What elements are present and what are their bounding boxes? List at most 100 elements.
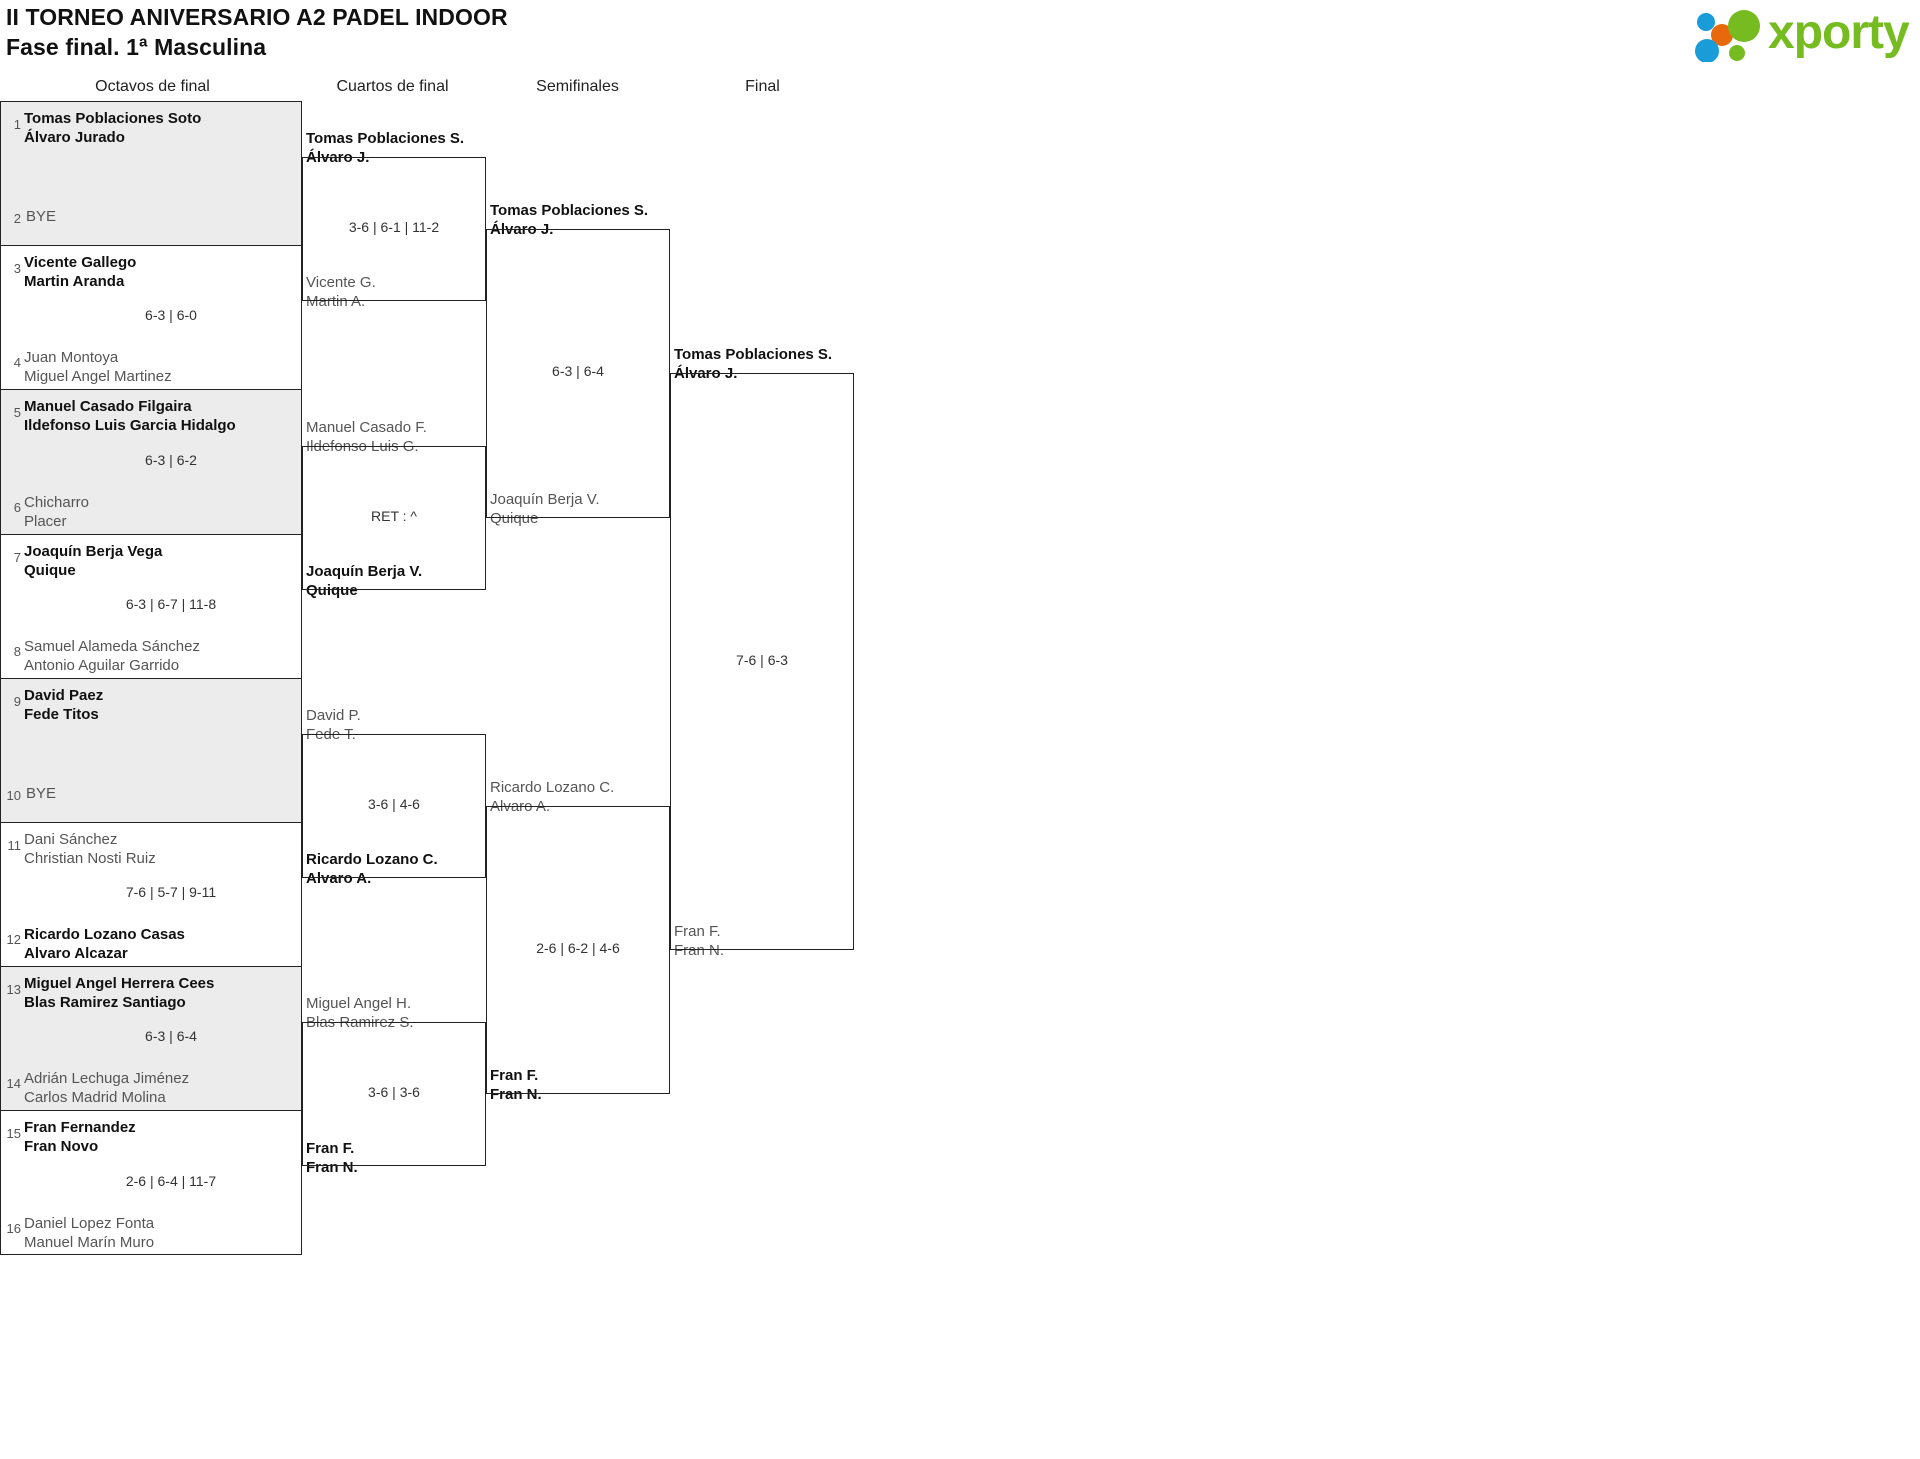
octavos-score: 6-3 | 6-2 [145,451,197,468]
logo-wordmark: xporty [1768,6,1910,59]
seed-number: 2 [13,211,21,227]
player-name-2: Blas Ramirez Santiago [24,994,186,1012]
tournament-subtitle: Fase final. 1ª Masculina [6,34,267,60]
xporty-logo[interactable]: xporty [1694,6,1910,64]
octavos-match-shading [0,101,302,246]
player-name-1: Juan Montoya [24,349,119,367]
semifinal-team[interactable]: Fran F.Fran N. [490,1066,668,1104]
octavos-match-box[interactable] [0,533,302,678]
player-name-1: Ricardo Lozano C. [306,851,438,869]
cuartos-team[interactable]: Manuel Casado F.Ildefonso Luis G. [306,418,484,456]
seed-number: 13 [6,982,21,998]
cuartos-match-box[interactable] [302,157,486,302]
round-header-octavos: Octavos de final [95,78,210,95]
player-name-1: Adrián Lechuga Jiménez [24,1070,190,1088]
player-name-1: Fran F. [674,923,721,941]
semifinal-score: 2-6 | 6-2 | 4-6 [536,940,620,957]
player-name-1: Ricardo Lozano C. [490,779,615,796]
player-name-2: Quique [490,509,539,527]
player-name-1: Miguel Angel H. [306,995,412,1013]
player-name-1: David P. [306,706,361,724]
player-name-2: Fran N. [674,942,725,960]
octavos-score: 2-6 | 6-4 | 11-7 [125,1172,217,1189]
seed-number: 3 [13,261,21,277]
seed-number: 6 [13,499,21,515]
player-name-1: Joaquín Berja Vega [24,542,163,560]
final-match-box[interactable] [670,373,854,951]
cuartos-team[interactable]: Joaquín Berja V.Quique [306,562,484,600]
player-name-2: Placer [24,512,67,530]
player-name-1: Miguel Angel Herrera Cees [24,975,215,993]
octavos-match-shading [0,966,302,1111]
player-name-2: Carlos Madrid Molina [24,1089,166,1107]
cuartos-match-box[interactable] [302,445,486,590]
cuartos-match-box[interactable] [302,733,486,879]
player-name-1: Fran F. [306,1139,355,1157]
cuartos-score: 3-6 | 6-1 | 11-2 [348,219,440,236]
octavos-match-box[interactable] [0,245,302,390]
tournament-title: II TORNEO ANIVERSARIO A2 PADEL INDOOR [6,4,508,30]
seed-number: 9 [13,693,21,709]
player-name-1: Manuel Casado Filgaira [24,398,192,416]
semifinal-match-box[interactable] [486,806,670,1095]
player-name-1: Daniel Lopez Fonta [24,1214,155,1232]
seed-number: 16 [6,1220,21,1236]
player-name-2: Fran N. [490,1086,542,1104]
player-name-2: Quique [306,581,358,599]
cuartos-score: RET : ^ [371,507,417,524]
final-team[interactable]: Fran F.Fran N. [674,922,852,960]
octavos-match-box[interactable] [0,822,302,967]
player-name-2: Ildefonso Luis Garcia Hidalgo [24,417,236,435]
cuartos-team[interactable]: Vicente G.Martin A. [306,273,484,311]
cuartos-team[interactable]: Fran F.Fran N. [306,1139,484,1177]
semifinal-team[interactable]: Tomas Poblaciones S.Álvaro J. [490,201,668,239]
player-name-1: Dani Sánchez [24,831,118,848]
player-name-1: Tomas Poblaciones S. [490,202,649,220]
octavos-match-box[interactable] [0,966,302,1111]
player-name-1: Tomas Poblaciones S. [674,346,833,364]
octavos-match-box[interactable] [0,101,302,246]
cuartos-match-box[interactable] [302,1022,486,1167]
player-name-1: Ricardo Lozano Casas [24,926,185,944]
seed-number: 14 [6,1076,21,1092]
player-name-1: Tomas Poblaciones Soto [24,110,202,127]
player-name-1: David Paez [24,686,104,704]
player-name-1: Chicharro [24,493,90,511]
octavos-score: 6-3 | 6-4 [145,1028,197,1045]
player-name-1: Joaquín Berja V. [490,490,600,508]
player-name-1: Fran Fernandez [24,1119,136,1137]
final-score: 7-6 | 6-3 [736,651,788,668]
player-name-2: Fran Novo [24,1138,99,1156]
player-name-1: Fran F. [490,1067,539,1085]
octavos-match-box[interactable] [0,1110,302,1255]
cuartos-team[interactable]: Ricardo Lozano C.Alvaro A. [306,850,484,888]
seed-number: 5 [13,405,21,421]
octavos-match-box[interactable] [0,677,302,822]
octavos-match-box[interactable] [0,389,302,534]
seed-number: 11 [7,838,22,853]
semifinal-team[interactable]: Joaquín Berja V.Quique [490,490,668,528]
logo-dots-icon [1695,10,1760,62]
player-name-2: Alvaro A. [306,870,372,888]
player-name-2: Quique [24,561,76,579]
player-name-2: Antonio Aguilar Garrido [24,656,180,674]
player-name-2: Martin A. [306,293,366,311]
player-name-2: Álvaro Jurado [24,129,125,146]
cuartos-score: 3-6 | 4-6 [368,796,420,812]
player-name-1: Samuel Alameda Sánchez [24,637,200,655]
semifinal-match-box[interactable] [486,229,670,518]
